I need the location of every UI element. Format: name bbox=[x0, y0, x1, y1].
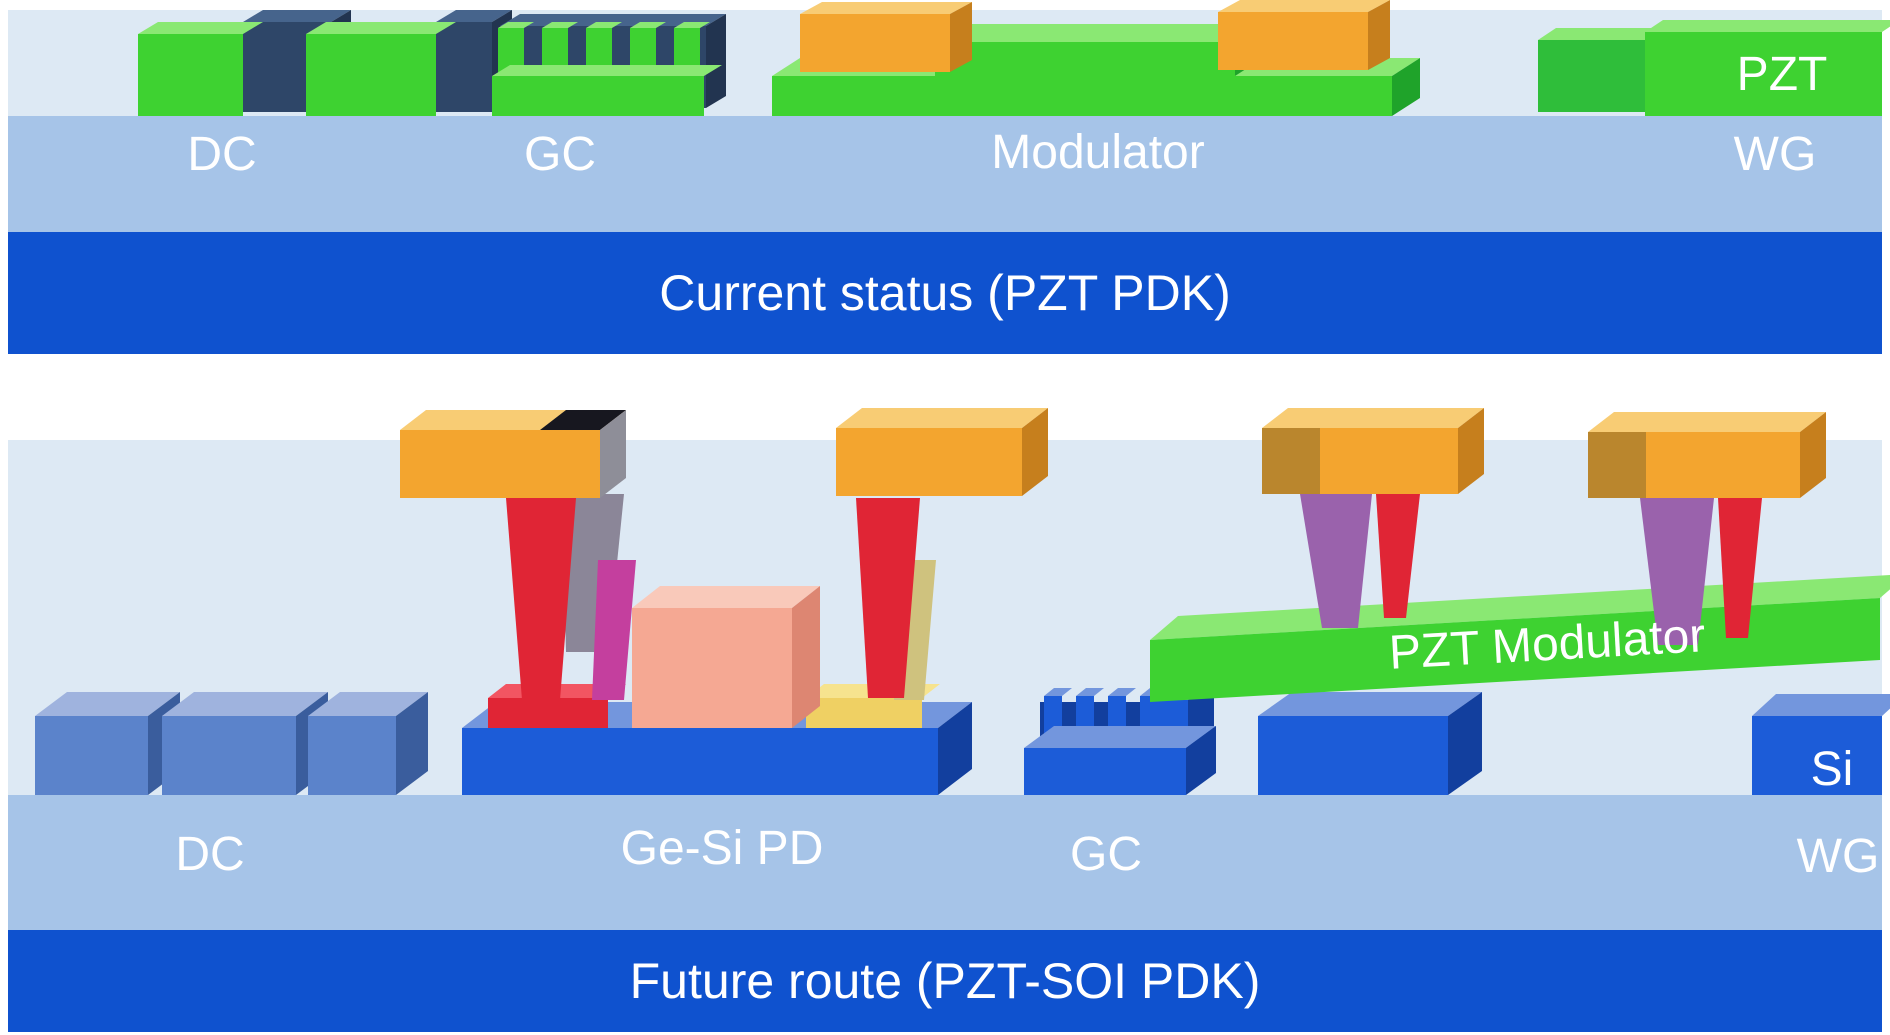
top-modulator-electrode-left bbox=[800, 2, 972, 72]
top-wg-label: WG bbox=[1734, 128, 1817, 181]
bottom-gc-structure bbox=[1024, 680, 1216, 795]
top-dc-structure bbox=[138, 10, 512, 116]
pd-pad-left bbox=[400, 410, 626, 498]
bottom-base-layer bbox=[8, 930, 1882, 1032]
pd-pad-right bbox=[836, 408, 1048, 496]
bottom-modulator-pedestal bbox=[1258, 692, 1482, 795]
pd-contact-red bbox=[488, 698, 608, 728]
top-panel-caption: Current status (PZT PDK) bbox=[659, 265, 1230, 321]
bottom-dc-label: DC bbox=[175, 828, 244, 881]
bottom-modulator-via-right bbox=[1588, 412, 1826, 645]
top-pzt-wg-structure: PZT bbox=[1538, 20, 1890, 116]
bottom-panel-caption: Future route (PZT-SOI PDK) bbox=[630, 953, 1261, 1009]
bottom-si-label: Si bbox=[1811, 743, 1854, 796]
pd-ge-block bbox=[632, 586, 820, 728]
top-panel: PZT DC GC Modulator WG Current status (P… bbox=[8, 0, 1890, 354]
top-substrate-layer bbox=[8, 116, 1882, 232]
top-base-layer bbox=[8, 232, 1882, 354]
top-modulator-electrode-right bbox=[1218, 0, 1390, 70]
bottom-si-wg-structure: Si bbox=[1752, 694, 1890, 796]
top-gc-label: GC bbox=[524, 128, 596, 181]
top-pzt-label: PZT bbox=[1737, 48, 1828, 101]
bottom-dc-structure bbox=[35, 692, 428, 795]
top-modulator-structure bbox=[772, 0, 1420, 116]
pd-contact-yellow bbox=[806, 698, 922, 728]
pd-via-red-right bbox=[856, 498, 920, 698]
pd-via-magenta bbox=[592, 560, 636, 700]
bottom-panel: Si PZT Modulator bbox=[8, 408, 1890, 1032]
bottom-gc-label: GC bbox=[1070, 828, 1142, 881]
top-gc-structure bbox=[492, 14, 726, 116]
bottom-gesi-pd-structure bbox=[400, 408, 1048, 795]
bottom-modulator-via-left bbox=[1262, 408, 1484, 628]
top-dc-label: DC bbox=[187, 128, 256, 181]
bottom-gesi-pd-label: Ge-Si PD bbox=[621, 822, 824, 875]
bottom-substrate-layer bbox=[8, 795, 1882, 930]
top-modulator-label: Modulator bbox=[991, 126, 1204, 179]
bottom-wg-label: WG bbox=[1797, 830, 1880, 883]
pd-via-red-left bbox=[506, 498, 576, 700]
